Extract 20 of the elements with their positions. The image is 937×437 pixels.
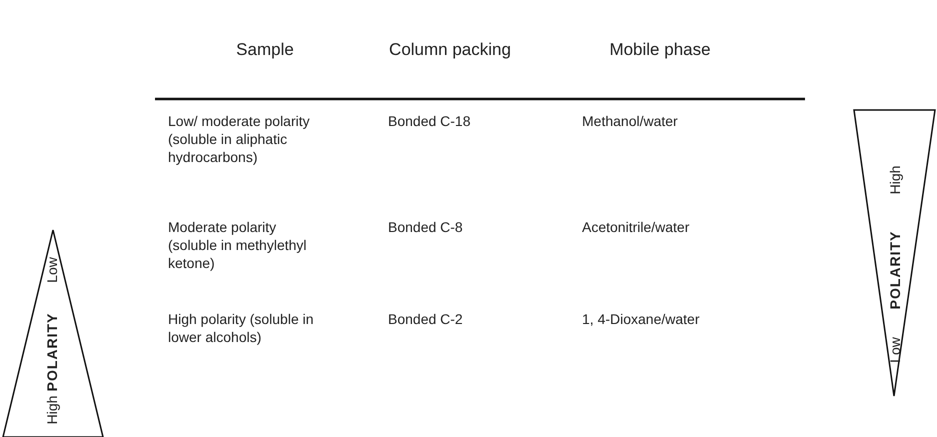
polarity-triangle bbox=[852, 108, 937, 398]
column-header: Sample bbox=[235, 40, 295, 60]
scale-label: High bbox=[887, 166, 903, 194]
table-cell-text: Moderate polarity (soluble in methylethyl ketone) bbox=[168, 218, 308, 272]
table-cell-text: Bonded C-18 bbox=[388, 112, 472, 130]
table-cell-text: 1, 4-Dioxane/water bbox=[582, 310, 701, 328]
column-header: Mobile phase bbox=[608, 40, 712, 60]
table-cell-text: Acetonitrile/water bbox=[582, 218, 690, 236]
polarity-triangle bbox=[0, 228, 106, 437]
table-cell-text: Bonded C-8 bbox=[388, 218, 464, 236]
column-header: Column packing bbox=[388, 40, 512, 60]
axis-title: POLARITY bbox=[887, 230, 903, 310]
scale-label: High bbox=[44, 396, 60, 424]
table-cell-text: High polarity (soluble in lower alcohols) bbox=[168, 310, 315, 346]
scale-label: Low bbox=[887, 337, 903, 363]
table-cell-text: Low/ moderate polarity (soluble in aliphatic hydrocarbons) bbox=[168, 112, 311, 166]
table-cell-text: Bonded C-2 bbox=[388, 310, 464, 328]
scale-label: Low bbox=[44, 257, 60, 283]
axis-title: POLARITY bbox=[44, 312, 60, 392]
table-cell-text: Methanol/water bbox=[582, 112, 679, 130]
